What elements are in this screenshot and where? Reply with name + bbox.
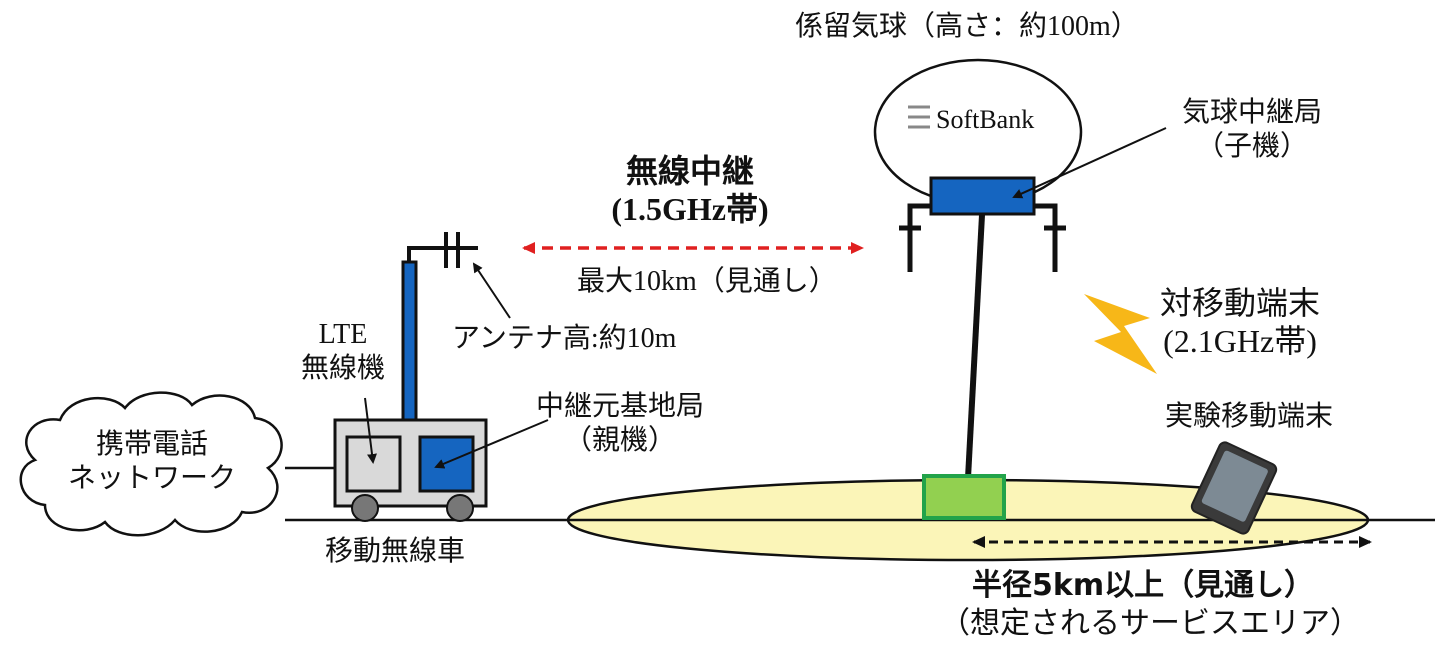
lte-radio-line2: 無線機 [300, 352, 385, 384]
vehicle-wheel-left [351, 494, 379, 522]
terminal-device-label: 実験移動端末 [1165, 401, 1334, 432]
network-line1: 携帯電話 [95, 429, 208, 460]
terminal-link-line2: (2.1GHz帯) [1163, 323, 1317, 360]
base-station-line2: （親機） [563, 424, 676, 456]
lte-radio-line1: LTE [318, 319, 368, 350]
base-station-box [418, 435, 475, 493]
lightning-bolt-icon [1084, 294, 1157, 374]
relay-label-line1: 気球中継局 [1181, 97, 1322, 128]
base-station-label: 中継元基地局 （親機） [520, 390, 720, 457]
lte-radio-label: LTE 無線機 [288, 318, 398, 385]
vehicle-antenna-icon [444, 232, 460, 268]
network-label: 携帯電話 ネットワーク [42, 428, 262, 495]
terminal-link-line1: 対移動端末 [1159, 284, 1320, 322]
lte-pointer [364, 397, 377, 464]
ground-anchor-box [922, 474, 1006, 520]
relay-label: 気球中継局 （子機） [1172, 96, 1332, 163]
balloon-title: 係留気球（高さ：約100m） [795, 11, 1139, 42]
antenna-pointer [472, 262, 511, 319]
base-station-line1: 中継元基地局 [535, 391, 704, 422]
coverage-radius: 半径5km以上（見通し） [972, 568, 1315, 603]
tether-line [965, 214, 985, 479]
relay-pointer [1012, 127, 1167, 199]
vehicle-mast [401, 246, 478, 452]
softbank-logo-icon [908, 105, 930, 129]
coverage-note: （想定されるサービスエリア） [940, 606, 1360, 641]
backhaul-range: 最大10km（見通し） [577, 266, 837, 297]
mobile-phone-icon [1190, 441, 1278, 535]
network-cloud [19, 391, 283, 537]
backhaul-label: 無線中継 (1.5GHz帯) [560, 152, 820, 229]
vehicle-wheel-right [446, 494, 474, 522]
relay-label-line2: （子機） [1195, 130, 1308, 162]
antenna-height-label: アンテナ高:約10m [452, 323, 677, 354]
backhaul-band: (1.5GHz帯) [611, 191, 769, 228]
softbank-logo-text: SoftBank [936, 105, 1035, 134]
network-line2: ネットワーク [67, 462, 236, 494]
terminal-link-label: 対移動端末 (2.1GHz帯) [1130, 284, 1350, 361]
lte-radio-box [345, 435, 402, 493]
backhaul-title: 無線中継 [625, 152, 754, 190]
vehicle-name: 移動無線車 [325, 536, 466, 567]
balloon-antenna-right-icon [1034, 203, 1066, 272]
balloon-antenna-left-icon [899, 203, 931, 272]
base-station-pointer [434, 419, 549, 469]
